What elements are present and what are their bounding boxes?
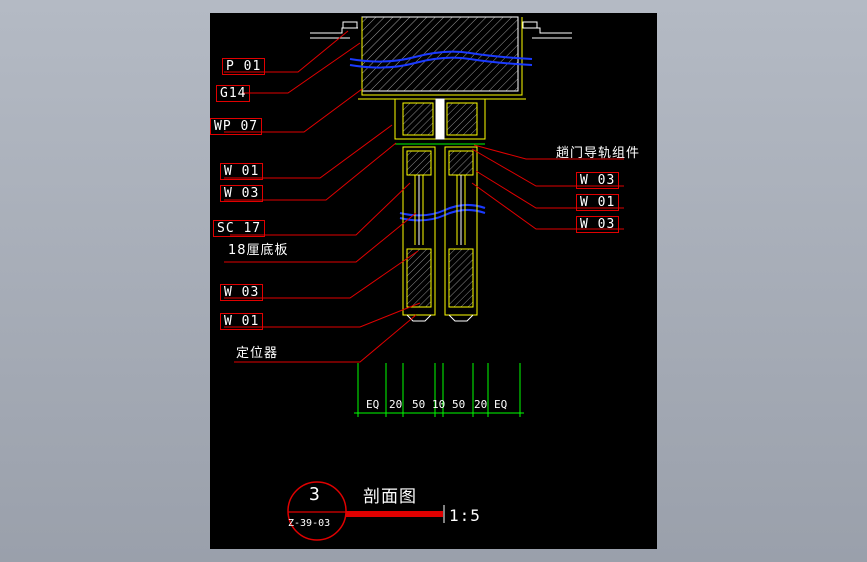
door-panels	[402, 146, 478, 322]
label-w01-c: W 01	[576, 194, 620, 211]
label-w01-a: W 01	[220, 163, 264, 180]
label-w03-c: W 03	[576, 172, 620, 189]
dim-20-right: 20	[474, 398, 488, 411]
label-w01-b: W 01	[220, 313, 264, 330]
title-scale: 1:5	[449, 506, 481, 525]
dim-10: 10	[432, 398, 446, 411]
drawing-sheet: P 01 G14 WP 07 W 01 W 03 SC 17 18厘底板 W 0…	[210, 13, 657, 549]
label-track-assembly: 趟门导轨组件	[556, 146, 641, 161]
track-rail	[394, 98, 486, 145]
label-baseboard: 18厘底板	[228, 243, 289, 258]
title-block	[287, 481, 445, 541]
dim-50-right: 50	[452, 398, 466, 411]
label-sc17: SC 17	[213, 220, 266, 237]
dim-eq-right: EQ	[494, 398, 508, 411]
label-p01: P 01	[222, 58, 266, 75]
dim-eq-left: EQ	[366, 398, 380, 411]
label-w03-b: W 03	[220, 284, 264, 301]
dim-50-left: 50	[412, 398, 426, 411]
title-text: 剖面图	[363, 487, 417, 507]
dim-20-left: 20	[389, 398, 403, 411]
label-wp07: WP 07	[210, 118, 263, 135]
ceiling-lines	[310, 21, 572, 39]
title-sheet-ref: Z-39-03	[288, 518, 331, 529]
leader-lines	[224, 30, 624, 363]
dimension-lines	[354, 363, 524, 417]
label-locator: 定位器	[236, 346, 279, 361]
section-drawing	[224, 16, 624, 541]
label-w03-a: W 03	[220, 185, 264, 202]
title-number: 3	[309, 484, 320, 505]
label-w03-d: W 03	[576, 216, 620, 233]
label-g14: G14	[216, 85, 251, 102]
